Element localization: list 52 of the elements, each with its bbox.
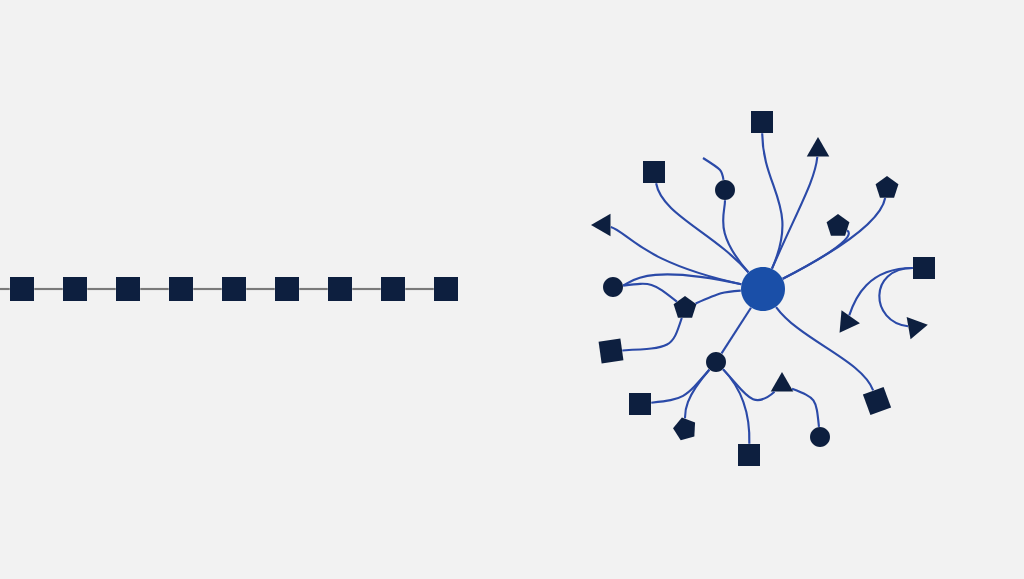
branch-line [695, 289, 741, 305]
chain-line [246, 287, 275, 291]
chain-line [193, 287, 222, 291]
circle-node [715, 180, 735, 200]
chain-line [87, 287, 116, 291]
square-node [10, 277, 34, 301]
branch-line [623, 282, 678, 303]
square-node [63, 277, 87, 301]
chain-line [0, 287, 10, 291]
square-node [751, 111, 773, 133]
branch-line [702, 157, 725, 180]
triangle-node [770, 372, 794, 392]
pentagon-node [673, 296, 697, 318]
chain-line [352, 287, 381, 291]
hub-circle [741, 267, 785, 311]
chain-line [405, 287, 434, 291]
square-node [222, 277, 246, 301]
branch-line [722, 368, 776, 402]
branch-line [791, 387, 820, 427]
pentagon-node [875, 176, 899, 198]
branch-line [722, 200, 750, 273]
square-node [629, 393, 651, 415]
chain-line [34, 287, 63, 291]
chain-line [299, 287, 328, 291]
branch-line [775, 306, 875, 391]
triangle-node [591, 213, 611, 237]
square-node [738, 444, 760, 466]
square-node [116, 277, 140, 301]
pentagon-node [673, 417, 696, 441]
triangle-node [906, 317, 928, 340]
circle-node [603, 277, 623, 297]
square-node [381, 277, 405, 301]
branch-line [610, 226, 742, 286]
branch-line [771, 156, 819, 270]
square-node [328, 277, 352, 301]
circle-node [706, 352, 726, 372]
pentagon-node [826, 214, 850, 236]
square-node [434, 277, 458, 301]
branch-line [622, 273, 742, 287]
branch-line [683, 369, 711, 419]
branch-line [720, 307, 752, 354]
branch-line [782, 229, 850, 280]
square-node [643, 161, 665, 183]
triangle-node [839, 310, 860, 333]
branch-line [622, 317, 683, 352]
square-node [169, 277, 193, 301]
square-node [275, 277, 299, 301]
triangle-node [806, 137, 830, 157]
chain-line [140, 287, 169, 291]
branch-line [878, 266, 913, 328]
square-node [913, 257, 935, 279]
circle-node [810, 427, 830, 447]
